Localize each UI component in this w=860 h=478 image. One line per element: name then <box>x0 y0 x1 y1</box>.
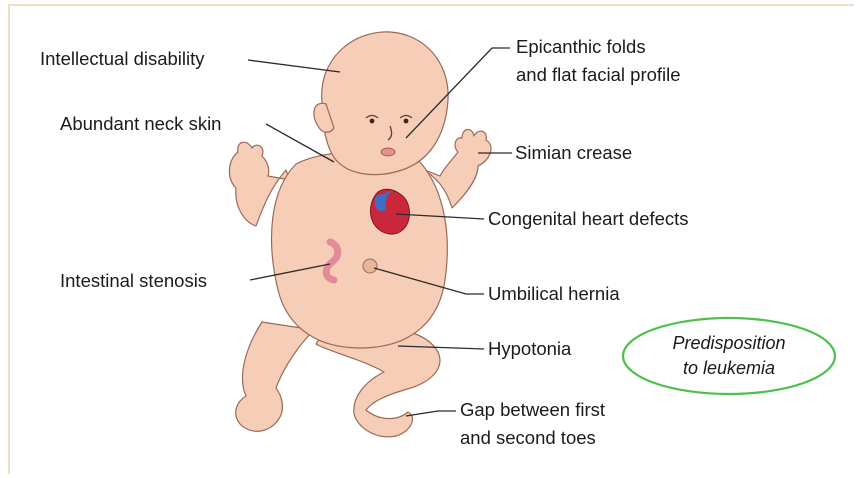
label-umbilical-hernia: Umbilical hernia <box>488 281 620 307</box>
left-leg <box>236 322 314 431</box>
leader-intellectual-disability <box>248 60 340 72</box>
umbilical-hernia-icon <box>363 259 377 273</box>
label-abundant-neck-skin: Abundant neck skin <box>60 111 221 137</box>
label-intellectual-disability: Intellectual disability <box>40 46 205 72</box>
label-simian-crease: Simian crease <box>515 140 632 166</box>
torso <box>272 152 448 348</box>
mouth <box>381 148 395 156</box>
label-intestinal-stenosis: Intestinal stenosis <box>60 268 207 294</box>
callout-line1: Predisposition <box>672 331 785 356</box>
label-toe-gap-line2: and second toes <box>460 425 596 451</box>
label-congenital-heart-defects: Congenital heart defects <box>488 206 689 232</box>
leukemia-callout: Predisposition to leukemia <box>622 317 836 395</box>
label-epicanthic-folds-line2: and flat facial profile <box>516 62 681 88</box>
label-hypotonia: Hypotonia <box>488 336 571 362</box>
label-epicanthic-folds-line1: Epicanthic folds <box>516 34 646 60</box>
leader-toe-gap <box>406 411 456 416</box>
callout-line2: to leukemia <box>672 356 785 381</box>
right-pupil <box>404 119 409 124</box>
label-toe-gap-line1: Gap between first <box>460 397 605 423</box>
left-pupil <box>370 119 375 124</box>
